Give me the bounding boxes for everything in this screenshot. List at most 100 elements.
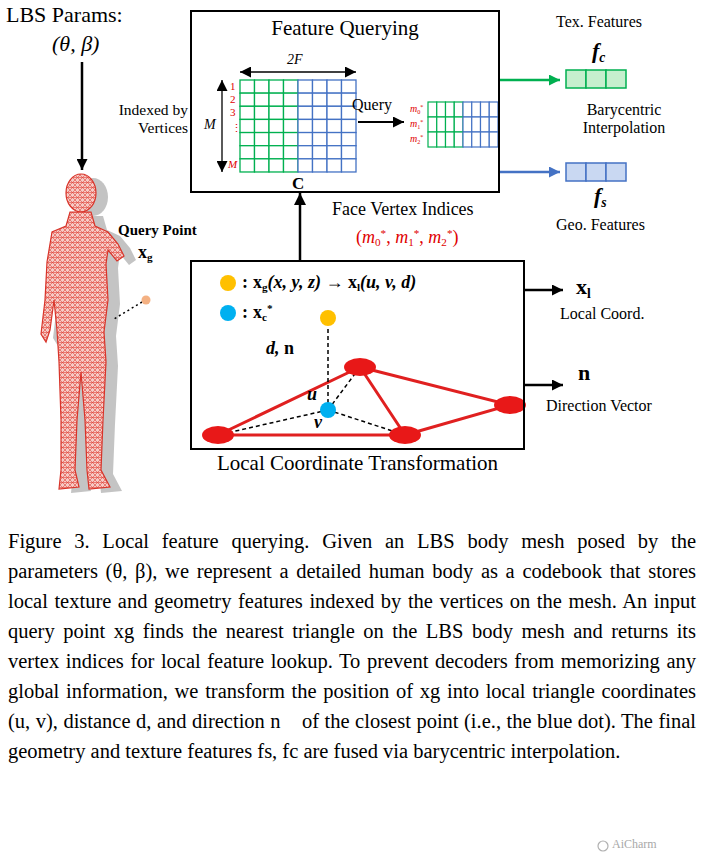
label-group: AiCharm [612, 838, 657, 852]
codebook-cell [240, 146, 255, 159]
text-label: (x, y, z) → [268, 272, 348, 292]
codebook-cell [327, 80, 342, 93]
connector-label: Face Vertex Indices [330, 199, 476, 220]
lbs-body-mesh [41, 174, 124, 489]
label-group: (θ, β) [52, 31, 99, 56]
codebook-matrix [240, 80, 356, 172]
text-label: ) [452, 227, 458, 247]
mesh-vertex [389, 426, 421, 444]
codebook-cell [313, 146, 328, 159]
subscript: l [587, 286, 591, 301]
text-label: m [410, 133, 417, 144]
codebook-cell [240, 133, 255, 146]
box-heading: Feature Querying [192, 16, 498, 41]
label-group: xg [138, 242, 153, 264]
superscript: * [420, 118, 423, 125]
queried-cell [446, 132, 455, 147]
label-group: :xc* [242, 302, 273, 324]
legend-dot-query [220, 275, 236, 291]
queried-cell [446, 102, 455, 117]
text-label: x [348, 272, 357, 292]
text-label: m [410, 118, 417, 129]
text-label: m [362, 227, 375, 247]
codebook-cell [284, 133, 299, 146]
text-label: u [307, 384, 317, 404]
label-group: m1* [410, 118, 423, 130]
codebook-cell [284, 119, 299, 132]
label-group: Query Point [118, 222, 197, 239]
codebook-cell [298, 119, 313, 132]
label-group: Indexed by Vertices [100, 101, 188, 137]
queried-cell [454, 102, 463, 117]
feature-cell [586, 163, 606, 181]
label-group: (m0*, m1*, m2*) [356, 227, 458, 249]
queried-cell [472, 102, 481, 117]
label-group: 2F [287, 52, 303, 68]
codebook-cell [284, 93, 299, 106]
queried-rows [428, 102, 498, 147]
text-label: Query [352, 96, 392, 113]
codebook-cell [269, 133, 284, 146]
queried-cell [428, 102, 437, 117]
text-label: M [228, 158, 237, 170]
text-label: x [253, 302, 262, 322]
queried-cell [481, 102, 490, 117]
projection-lines [218, 326, 405, 435]
text-label: ⋮ [231, 122, 242, 134]
label-group: Local Coord. [560, 305, 644, 323]
codebook-cell [313, 93, 328, 106]
text-label: m [410, 103, 417, 114]
legend-dot-closest [220, 305, 236, 321]
codebook-cell [269, 146, 284, 159]
queried-cell [446, 117, 455, 132]
codebook-cell [298, 146, 313, 159]
codebook-cell [342, 159, 357, 172]
label-group: ⋮ [231, 122, 242, 135]
codebook-cell [313, 80, 328, 93]
queried-cell [428, 117, 437, 132]
superscript: * [447, 227, 453, 239]
text-label: : [242, 272, 248, 292]
codebook-cell [342, 80, 357, 93]
text-label: Local Coord. [560, 305, 644, 322]
text-label: Direction Vector [546, 397, 652, 414]
feature-cell [606, 163, 626, 181]
query-leader [114, 302, 142, 319]
text-label: Query Point [118, 222, 197, 238]
text-label: LBS Params: [6, 2, 123, 27]
codebook-cell [269, 106, 284, 119]
mesh-head [66, 174, 96, 212]
text-label: f [594, 183, 601, 208]
label-group: Query [352, 96, 392, 114]
codebook-cell [313, 106, 328, 119]
text-label: Tex. Features [556, 13, 642, 30]
mesh-body [41, 212, 124, 489]
query-point-dot [142, 296, 151, 305]
text-label: m [428, 227, 441, 247]
codebook-cell [255, 146, 270, 159]
query-dot [320, 310, 336, 326]
texture-arrow [500, 79, 560, 82]
codebook-cell [269, 93, 284, 106]
text-label: m [395, 227, 408, 247]
subscript: 1 [408, 236, 414, 248]
direction-arrow [525, 384, 563, 387]
codebook-cell [255, 93, 270, 106]
text-label: x [138, 242, 147, 262]
feature-cell [566, 163, 586, 181]
closest-point-dot [320, 402, 336, 418]
feature-cell [586, 70, 606, 88]
text-label: ( [356, 227, 362, 247]
text-label: 3 [230, 106, 236, 118]
queried-cell [437, 132, 446, 147]
label-group: Tex. Features [556, 13, 642, 31]
text-label: d, [266, 338, 284, 358]
text-label: C [292, 174, 304, 193]
text-label: , [386, 227, 395, 247]
codebook-cell [298, 106, 313, 119]
watermark-icon [598, 841, 608, 851]
subscript: s [601, 195, 606, 210]
queried-cell [489, 117, 498, 132]
codebook-cell [327, 106, 342, 119]
queried-cell [481, 132, 490, 147]
